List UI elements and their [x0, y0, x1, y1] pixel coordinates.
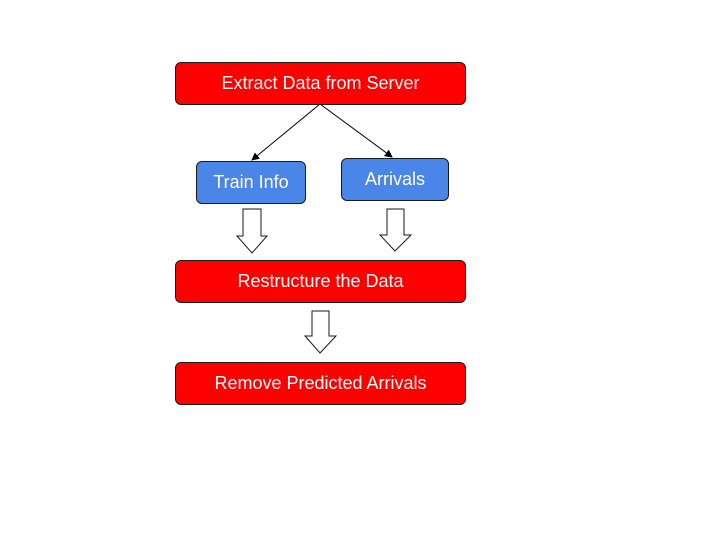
extract-data-label: Extract Data from Server	[221, 73, 420, 93]
train-info-label: Train Info	[213, 172, 289, 192]
arrivals-label: Arrivals	[364, 169, 425, 189]
remove-predicted-arrivals-node: Remove Predicted Arrivals	[175, 362, 466, 405]
remove-predicted-arrivals-label: Remove Predicted Arrivals	[214, 373, 427, 393]
extract-data-node: Extract Data from Server	[175, 62, 466, 105]
block-arrow-train-info-down	[235, 208, 269, 254]
block-arrow-arrivals-down	[378, 208, 413, 252]
restructure-data-label: Restructure the Data	[237, 271, 404, 291]
edge-extract-to-arrivals	[319, 103, 393, 158]
block-arrow-restructure-down	[303, 310, 338, 354]
restructure-data-node: Restructure the Data	[175, 260, 466, 303]
arrivals-node: Arrivals	[341, 158, 449, 201]
train-info-node: Train Info	[196, 161, 306, 204]
edge-extract-to-train-info	[251, 103, 321, 161]
